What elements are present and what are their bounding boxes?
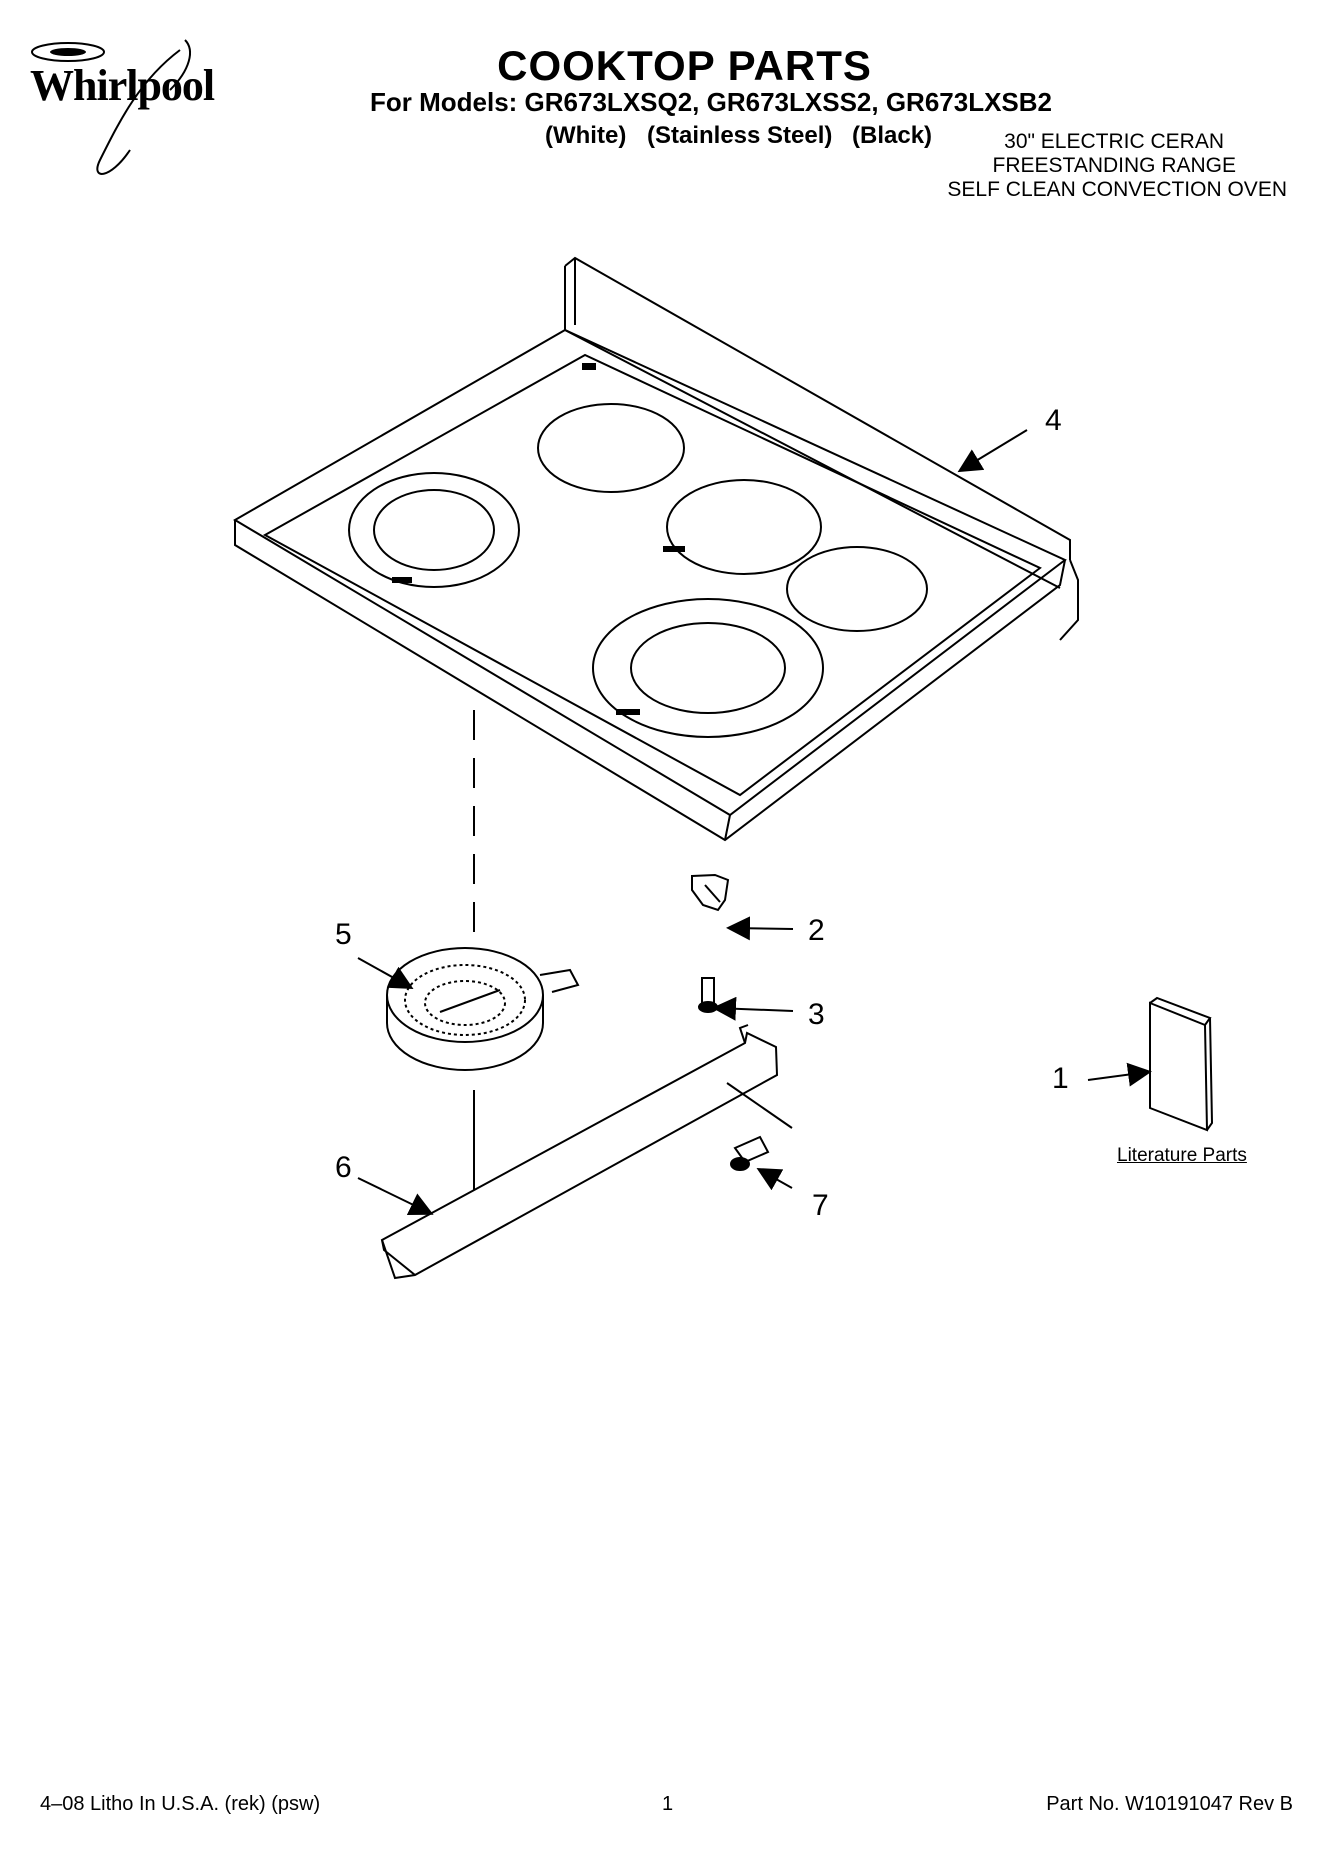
callout-6: 6 <box>335 1151 352 1184</box>
page-number: 1 <box>662 1793 674 1815</box>
callout-2: 2 <box>808 914 825 947</box>
bracket-part <box>380 1024 793 1280</box>
bracket-screw-part <box>730 1135 770 1171</box>
part-number: Part No. W10191047 Rev B <box>1046 1793 1293 1815</box>
variant-stainless: (Stainless Steel) <box>647 122 833 149</box>
callout-7: 7 <box>812 1189 829 1222</box>
variant-black: (Black) <box>852 122 933 149</box>
product-description-line: SELF CLEAN CONVECTION OVEN <box>947 178 1287 201</box>
product-description-line: FREESTANDING RANGE <box>992 154 1236 177</box>
callout-3: 3 <box>808 998 825 1031</box>
variant-white: (White) <box>545 122 627 149</box>
callout-1: 1 <box>1052 1062 1069 1095</box>
callout-4: 4 <box>1045 404 1062 437</box>
callout-arrows <box>357 429 1152 1216</box>
page-title: COOKTOP PARTS <box>497 42 872 89</box>
whirlpool-logo-text: Whirlpool <box>30 61 215 110</box>
callout-5: 5 <box>335 918 352 951</box>
whirlpool-logo <box>31 39 191 175</box>
cooktop-glass-part <box>233 256 1079 842</box>
literature-part <box>1149 996 1214 1132</box>
screw-part <box>698 977 718 1013</box>
radiant-element-part <box>386 947 580 1071</box>
literature-parts-label: Literature Parts <box>1117 1145 1247 1166</box>
footer-litho: 4–08 Litho In U.S.A. (rek) (psw) <box>40 1793 321 1815</box>
product-description-line: 30" ELECTRIC CERAN <box>1004 130 1224 153</box>
clip-part <box>691 873 730 912</box>
models-line: For Models: GR673LXSQ2, GR673LXSS2, GR67… <box>370 87 1053 117</box>
